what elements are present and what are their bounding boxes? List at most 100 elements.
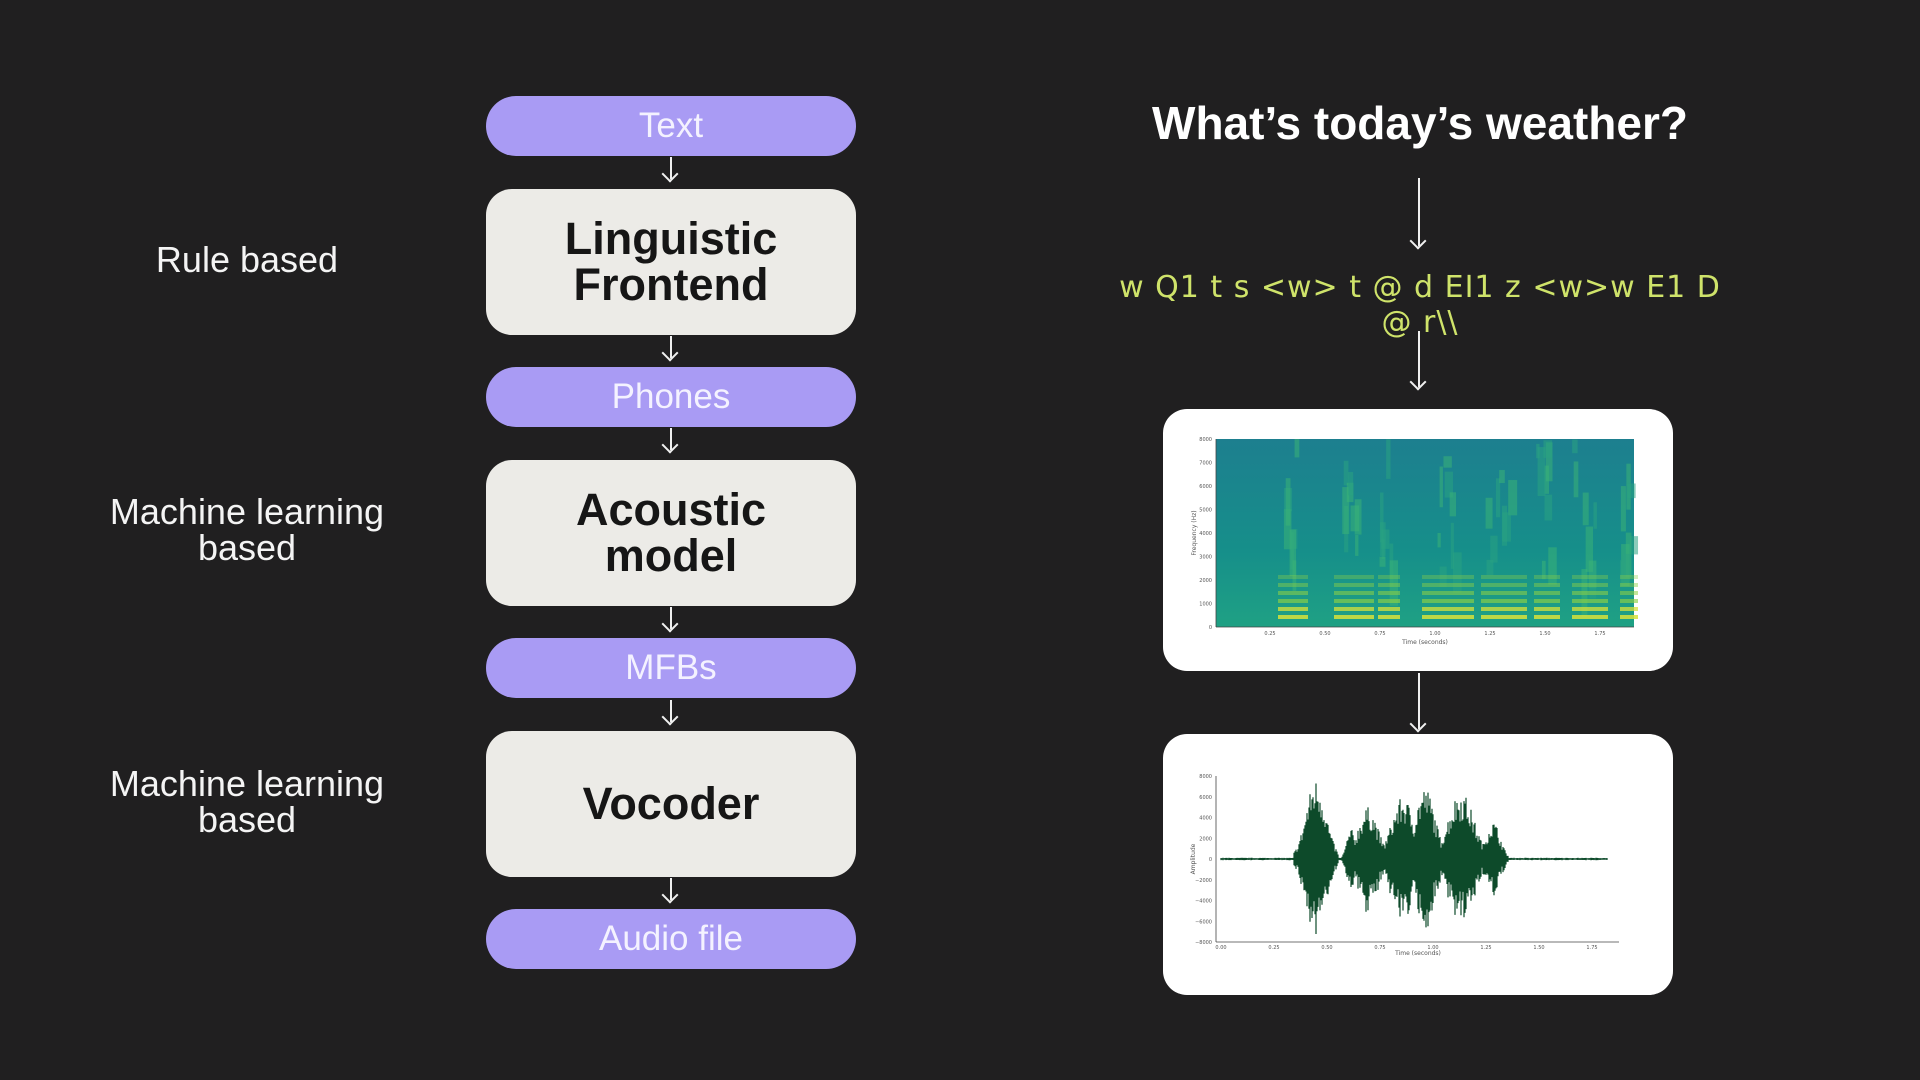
spectrogram-harmonic: [1572, 607, 1608, 611]
spectrogram-harmonic: [1620, 607, 1638, 611]
spectrogram-energy: [1620, 486, 1626, 532]
waveform-xtick: 1.00: [1427, 945, 1438, 951]
box-line: Vocoder: [582, 778, 760, 829]
spectrogram-ytick: 2000: [1199, 578, 1212, 584]
spectrogram-energy: [1622, 553, 1631, 582]
spectrogram-ytick: 5000: [1199, 508, 1212, 514]
label-ml-line2: based: [197, 799, 297, 840]
arrow-down-icon: [661, 428, 681, 454]
waveform-xtick: 0.00: [1215, 945, 1226, 951]
spectrogram-ytick: 4000: [1199, 531, 1212, 537]
spectrogram-harmonic: [1534, 583, 1560, 587]
spectrogram-harmonic: [1334, 575, 1374, 579]
spectrogram-energy: [1593, 502, 1597, 529]
spectrogram-energy: [1350, 505, 1360, 532]
spectrogram-energy: [1585, 526, 1594, 572]
label-ml-based-acoustic: Machine learning based: [57, 494, 437, 566]
spectrogram-energy: [1289, 529, 1297, 577]
spectrogram-energy: [1589, 565, 1597, 599]
spectrogram-harmonic: [1481, 575, 1527, 579]
waveform-ytick: 6000: [1199, 795, 1212, 801]
spectrogram-energy: [1582, 492, 1589, 526]
waveform-ytick: 4000: [1199, 816, 1212, 822]
waveform-xtick: 1.75: [1586, 945, 1597, 951]
box-line: model: [604, 530, 738, 581]
spectrogram-energy: [1389, 560, 1399, 606]
spectrogram-energy: [1499, 470, 1505, 484]
spectrogram-xtick: 0.75: [1374, 631, 1385, 637]
spectrogram-energy: [1283, 509, 1292, 550]
spectrogram-harmonic: [1378, 607, 1400, 611]
spectrogram-harmonic: [1278, 607, 1308, 611]
spectrogram-energy: [1572, 439, 1578, 454]
spectrogram-harmonic: [1572, 583, 1608, 587]
spectrogram-harmonic: [1278, 583, 1308, 587]
arrow-down-icon: [661, 157, 681, 183]
spectrogram-harmonic: [1334, 599, 1374, 603]
spectrogram-energy: [1501, 505, 1508, 546]
pill-text: Text: [486, 96, 856, 156]
spectrogram-energy: [1490, 535, 1498, 563]
waveform-xtick: 0.75: [1374, 945, 1385, 951]
box-line: Linguistic: [564, 213, 778, 264]
box-vocoder: Vocoder: [486, 731, 856, 877]
spectrogram-harmonic: [1334, 615, 1374, 619]
waveform-ytick: 8000: [1199, 774, 1212, 780]
label-ml-based-vocoder: Machine learning based: [57, 766, 437, 838]
spectrogram-energy: [1543, 440, 1553, 458]
spectrogram-ytick: 1000: [1199, 602, 1212, 608]
spectrogram-harmonic: [1278, 591, 1308, 595]
box-line: Acoustic: [575, 484, 767, 535]
spectrogram-energy: [1537, 447, 1546, 497]
spectrogram-energy: [1348, 472, 1354, 496]
spectrogram-energy: [1452, 552, 1462, 593]
waveform-ytick: −6000: [1195, 919, 1212, 925]
spectrogram-energy: [1620, 560, 1624, 587]
spectrogram-energy: [1381, 529, 1390, 549]
spectrogram-xtick: 1.75: [1594, 631, 1605, 637]
spectrogram-xtick: 1.00: [1429, 631, 1440, 637]
spectrogram-xlabel: Time (seconds): [1401, 639, 1448, 646]
arrow-down-icon: [661, 878, 681, 904]
spectrogram-harmonic: [1534, 607, 1560, 611]
spectrogram-harmonic: [1378, 575, 1400, 579]
label-rule-based: Rule based: [155, 239, 339, 280]
waveform-xtick: 0.50: [1321, 945, 1332, 951]
spectrogram-energy: [1294, 439, 1300, 458]
spectrogram-ytick: 0: [1209, 625, 1212, 631]
spectrogram-harmonic: [1378, 615, 1400, 619]
spectrogram-ytick: 8000: [1199, 437, 1212, 443]
spectrogram-harmonic: [1534, 599, 1560, 603]
waveform-ytick: 2000: [1199, 836, 1212, 842]
spectrogram-harmonic: [1534, 591, 1560, 595]
spectrogram-harmonic: [1481, 607, 1527, 611]
waveform-xtick: 0.25: [1268, 945, 1279, 951]
spectrogram-energy: [1545, 442, 1553, 482]
waveform-ytick: −2000: [1195, 878, 1212, 884]
spectrogram-harmonic: [1534, 615, 1560, 619]
pill-audio-file: Audio file: [486, 909, 856, 969]
spectrogram-harmonic: [1422, 575, 1474, 579]
label-ml-line2: based: [197, 527, 297, 568]
spectrogram-energy: [1627, 483, 1636, 499]
spectrogram-energy: [1573, 461, 1579, 498]
spectrogram-ytick: 6000: [1199, 484, 1212, 490]
arrow-down-icon: [661, 700, 681, 726]
spectrogram-harmonic: [1334, 591, 1374, 595]
waveform-ylabel: Amplitude: [1190, 843, 1197, 874]
spectrogram-harmonic: [1422, 591, 1474, 595]
spectrogram-harmonic: [1481, 591, 1527, 595]
spectrogram-harmonic: [1278, 615, 1308, 619]
spectrogram-energy: [1548, 547, 1557, 585]
spectrogram-harmonic: [1378, 591, 1400, 595]
spectrogram-energy: [1630, 536, 1639, 555]
waveform-signal: [1220, 783, 1608, 934]
spectrogram-energy: [1439, 466, 1443, 508]
spectrogram-xtick: 0.25: [1264, 631, 1275, 637]
spectrogram-energy: [1508, 480, 1518, 516]
arrow-down-icon: [661, 336, 681, 362]
spectrogram-harmonic: [1422, 599, 1474, 603]
spectrogram-harmonic: [1378, 599, 1400, 603]
